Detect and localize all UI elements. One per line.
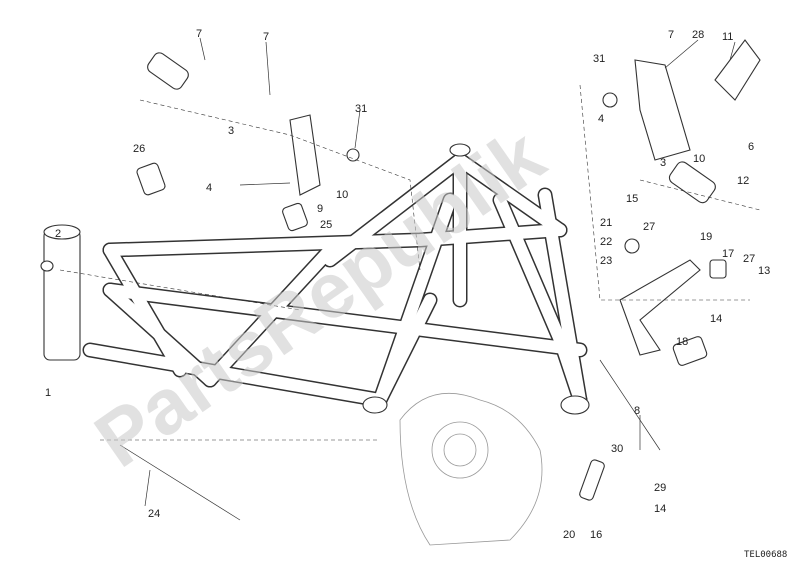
callout-number: 18 <box>676 336 688 348</box>
callout-number: 29 <box>654 482 666 494</box>
callout-number: 14 <box>654 503 666 515</box>
footrest-bracket-left <box>289 114 321 196</box>
callout-number: 30 <box>611 443 623 455</box>
callout-number: 31 <box>593 53 605 65</box>
callout-number: 7 <box>196 28 202 40</box>
steering-head <box>43 229 81 361</box>
leader-lines <box>59 37 761 507</box>
callout-number: 11 <box>722 31 733 43</box>
callout-number: 9 <box>317 203 323 215</box>
rider-footpeg-right <box>668 161 716 204</box>
callout-number: 10 <box>693 153 705 165</box>
callout-number: 23 <box>600 255 612 267</box>
callout-number: 28 <box>692 29 704 41</box>
callout-number: 12 <box>737 175 749 187</box>
callout-number: 10 <box>336 189 348 201</box>
small-parts <box>40 39 761 521</box>
callout-number: 19 <box>700 231 712 243</box>
callout-number: 14 <box>710 313 722 325</box>
callout-number: 25 <box>320 219 332 231</box>
callout-number: 7 <box>263 31 269 43</box>
callout-number: 6 <box>748 141 754 153</box>
callout-number: 24 <box>148 508 160 520</box>
callout-number: 1 <box>45 387 51 399</box>
gear-lever <box>619 259 701 356</box>
callout-number: 27 <box>743 253 755 265</box>
callout-number: 27 <box>643 221 655 233</box>
callout-number: 7 <box>668 29 674 41</box>
main-frame <box>43 143 590 415</box>
heel-guard <box>714 39 761 101</box>
callout-number: 4 <box>598 113 604 125</box>
footrest-bracket-right <box>634 59 691 161</box>
callout-number: 31 <box>355 103 367 115</box>
callout-number: 13 <box>758 265 770 277</box>
callout-number: 3 <box>228 125 234 137</box>
callout-number: 3 <box>660 157 666 169</box>
drawing-code: TEL00688 <box>744 550 787 560</box>
callout-number: 21 <box>600 217 612 229</box>
callout-number: 15 <box>626 193 638 205</box>
callout-number: 26 <box>133 143 145 155</box>
callout-number: 2 <box>55 228 61 240</box>
callout-labels: 7 7 31 26 3 4 10 9 25 2 1 24 28 11 31 7 … <box>45 28 770 541</box>
callout-number: 16 <box>590 529 602 541</box>
engine-outline <box>399 393 543 546</box>
callout-number: 17 <box>722 248 734 260</box>
callout-number: 20 <box>563 529 575 541</box>
rider-footpeg-left <box>147 52 189 90</box>
callout-number: 8 <box>634 405 640 417</box>
callout-number: 4 <box>206 182 212 194</box>
callout-number: 22 <box>600 236 612 248</box>
